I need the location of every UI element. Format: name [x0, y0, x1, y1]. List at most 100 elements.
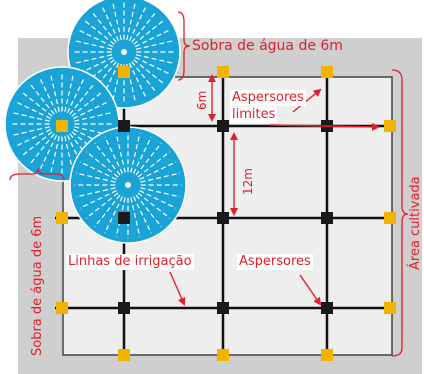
spray-ray — [132, 136, 152, 174]
spray-ray — [133, 19, 165, 45]
top-overlap-label: Sobra de água de 6m — [192, 38, 343, 54]
spray-ray — [49, 136, 60, 176]
spray-ray — [128, 62, 147, 99]
spray-ray — [74, 111, 114, 122]
left-overlap-label: Sobra de água de 6m — [30, 215, 45, 356]
boundary-sprinklers-label-1: Aspersores — [230, 90, 306, 106]
spray-ray — [91, 11, 117, 43]
irrigation-line-pointer — [169, 271, 186, 306]
spray-ray — [115, 132, 126, 173]
spray-ray — [73, 39, 113, 50]
spray-ray — [134, 29, 171, 48]
spray-ray — [139, 189, 177, 209]
boundary-sprinkler — [118, 349, 130, 361]
spray-circle — [69, 126, 187, 244]
spray-ray — [104, 136, 124, 174]
sprinklers-label: Aspersores — [237, 254, 313, 270]
spray-ray — [38, 135, 58, 172]
spray-ray — [85, 151, 119, 178]
spray-ray — [20, 131, 53, 158]
spray-ray — [130, 132, 141, 173]
spray-ray — [130, 197, 141, 238]
spray-ray — [28, 82, 55, 115]
spray-ray — [10, 126, 50, 137]
spray-ray — [79, 161, 117, 181]
top-overlap-brace — [177, 11, 191, 81]
irrigation-lines-label: Linhas de irrigação — [66, 254, 194, 270]
interior-sprinkler — [118, 212, 130, 224]
boundary-sprinkler-pointer-top — [292, 88, 322, 113]
spray-ray — [131, 61, 157, 93]
spray-ray — [133, 59, 165, 85]
boundary-sprinkler-pointer-right — [269, 122, 380, 131]
spray-ray — [94, 142, 121, 176]
boundary-sprinkler — [384, 302, 396, 314]
spray-ray — [137, 151, 171, 178]
spray-ray — [140, 187, 181, 198]
spray-ray — [94, 194, 121, 228]
spray-ray — [134, 56, 171, 75]
sprinklers — [56, 66, 396, 361]
spray-ray — [14, 128, 51, 148]
boundary-sprinkler — [217, 349, 229, 361]
twelve-meter-label: 12m — [241, 168, 255, 195]
boundary-sprinkler — [56, 120, 68, 132]
sprinkler-pointer — [299, 274, 322, 306]
spray-ray — [126, 63, 137, 103]
spray-ray — [135, 142, 162, 176]
spray-ray — [75, 187, 116, 198]
interior-sprinkler — [321, 302, 333, 314]
boundary-sprinkler — [56, 212, 68, 224]
spray-ray — [111, 63, 122, 103]
spray-center — [125, 182, 131, 188]
spray-ray — [38, 76, 58, 113]
boundary-sprinkler — [321, 349, 333, 361]
boundary-sprinkler — [56, 302, 68, 314]
spray-ray — [75, 172, 116, 183]
spray-ray — [131, 11, 157, 43]
spray-ray — [132, 196, 152, 234]
boundary-sprinkler — [118, 66, 130, 78]
interior-sprinkler — [217, 120, 229, 132]
spray-ray — [73, 54, 113, 65]
interior-sprinkler — [118, 302, 130, 314]
spray-ray — [135, 54, 175, 65]
spray-ray — [111, 1, 122, 41]
spray-ray — [64, 72, 75, 112]
spray-ray — [137, 192, 171, 219]
spray-ray — [10, 111, 50, 122]
interior-sprinkler — [217, 302, 229, 314]
boundary-sprinkler — [321, 66, 333, 78]
spray-ray — [139, 161, 177, 181]
spray-ray — [79, 189, 117, 209]
spray-ray — [77, 29, 114, 48]
interior-sprinkler — [321, 212, 333, 224]
cultivated-area-label: Área cultivada — [408, 176, 423, 270]
spray-ray — [49, 72, 60, 112]
left-overlap-brace — [9, 167, 65, 181]
spray-ray — [85, 192, 119, 219]
cultivated-area-brace — [391, 69, 409, 357]
spray-ray — [20, 90, 53, 117]
interior-sprinkler — [118, 120, 130, 132]
spray-center — [121, 49, 127, 55]
spray-ray — [73, 100, 110, 120]
spray-ray — [71, 90, 104, 117]
spray-ray — [104, 196, 124, 234]
spray-ray — [69, 82, 96, 115]
boundary-sprinkler — [384, 120, 396, 132]
boundary-sprinkler — [384, 212, 396, 224]
spray-ray — [126, 1, 137, 41]
six-meter-label: 6m — [195, 90, 209, 110]
spray-ray — [101, 5, 120, 42]
spray-ray — [128, 5, 147, 42]
boundary-sprinkler — [217, 66, 229, 78]
boundary-sprinklers-label-2: limites — [230, 107, 278, 123]
spray-ray — [14, 100, 51, 120]
spray-ray — [135, 194, 162, 228]
spray-ray — [28, 133, 55, 166]
interior-sprinkler — [217, 212, 229, 224]
spray-ray — [83, 19, 115, 45]
